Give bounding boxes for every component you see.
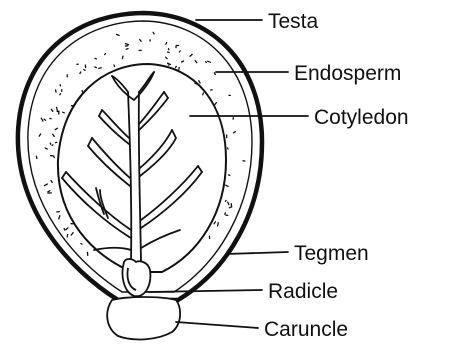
speckle xyxy=(41,118,43,121)
speckle xyxy=(206,62,207,63)
speckle xyxy=(228,148,229,149)
speckle xyxy=(179,51,180,52)
speckle xyxy=(45,148,47,149)
caruncle-leader xyxy=(176,322,258,328)
radicle-shape xyxy=(122,259,150,296)
speckle xyxy=(81,244,82,245)
cotyledon-venation xyxy=(62,72,202,262)
speckle xyxy=(126,49,128,50)
speckle xyxy=(117,34,120,35)
speckle xyxy=(44,119,45,120)
speckle xyxy=(153,32,154,34)
label-tegmen: Tegmen xyxy=(294,242,369,265)
speckle xyxy=(53,134,55,136)
label-endosperm: Endosperm xyxy=(294,62,401,85)
speckle xyxy=(60,94,61,95)
speckle xyxy=(229,207,231,208)
speckle xyxy=(190,54,192,56)
speckle xyxy=(95,58,96,59)
speckle xyxy=(234,132,236,133)
speckle xyxy=(39,134,40,136)
speckle xyxy=(64,229,65,231)
speckle xyxy=(125,44,128,45)
speckle xyxy=(218,223,219,226)
speckle xyxy=(203,93,204,95)
speckle xyxy=(52,145,53,146)
speckle xyxy=(66,228,68,230)
speckle xyxy=(48,191,50,192)
speckle xyxy=(55,128,57,130)
speckle xyxy=(182,61,184,62)
label-testa: Testa xyxy=(268,10,319,33)
speckle xyxy=(199,81,200,83)
speckle xyxy=(82,91,83,93)
speckle xyxy=(105,54,106,55)
speckle xyxy=(228,202,229,205)
speckle xyxy=(95,67,97,68)
speckle xyxy=(214,222,215,224)
label-caruncle: Caruncle xyxy=(264,318,348,341)
radicle-leader xyxy=(148,290,262,292)
speckle xyxy=(166,57,168,59)
speckle xyxy=(225,200,226,201)
speckle xyxy=(168,64,170,65)
speckle xyxy=(59,216,60,219)
speckle xyxy=(51,181,52,183)
label-cotyledon: Cotyledon xyxy=(314,106,409,129)
speckle xyxy=(214,73,215,75)
speckle xyxy=(45,184,48,186)
speckle xyxy=(71,233,73,236)
speckle xyxy=(67,235,68,237)
speckle xyxy=(225,213,226,214)
speckle xyxy=(51,109,53,111)
speckle xyxy=(63,112,65,113)
speckle xyxy=(80,72,81,73)
caruncle-shape xyxy=(107,297,180,339)
speckle xyxy=(140,40,141,42)
speckle xyxy=(195,61,197,63)
tegmen-leader xyxy=(226,252,288,254)
speckle xyxy=(226,185,229,186)
speckle xyxy=(84,70,85,71)
speckle xyxy=(50,143,51,144)
speckle xyxy=(166,43,167,45)
speckle xyxy=(99,68,101,69)
speckle xyxy=(215,103,216,105)
speckle xyxy=(114,65,115,66)
speckle xyxy=(57,107,58,110)
speckle xyxy=(176,66,177,67)
cotyledon-outline xyxy=(58,64,226,272)
label-radicle: Radicle xyxy=(268,280,338,303)
speckle xyxy=(208,61,211,62)
speckle xyxy=(122,56,123,59)
